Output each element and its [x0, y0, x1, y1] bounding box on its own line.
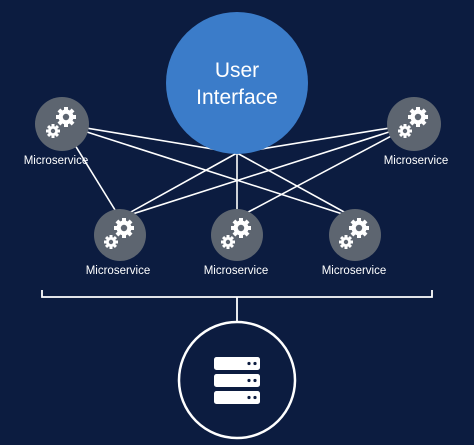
microservice-node-top-right — [387, 97, 441, 151]
user-interface-label-line2: Interface — [196, 86, 278, 109]
microservice-label-bottom-center: Microservice — [203, 265, 269, 277]
user-interface-label-line1: User — [214, 59, 260, 82]
connector-ui-to-top-right — [236, 123, 415, 154]
microservice-node-bottom-left — [94, 209, 146, 261]
connector-top-right-to-bottom-center — [236, 123, 415, 219]
microservice-label-top-left: Microservice — [23, 155, 89, 167]
microservice-label-bottom-right: Microservice — [321, 265, 387, 277]
microservice-node-bottom-center — [211, 209, 263, 261]
database-node — [177, 320, 297, 440]
connector-ui-to-bottom-right — [236, 152, 356, 219]
services-bracket — [41, 290, 433, 322]
database-circle — [177, 320, 297, 440]
connector-ui-to-bottom-left — [119, 152, 238, 219]
microservice-node-top-left — [35, 97, 89, 151]
server-stack-icon — [214, 357, 260, 404]
connector-top-right-to-bottom-left — [119, 123, 415, 219]
user-interface-circle — [166, 12, 308, 154]
microservice-label-top-right: Microservice — [383, 155, 449, 167]
connector-ui-to-top-left — [61, 123, 238, 154]
microservice-label-bottom-left: Microservice — [85, 265, 151, 277]
user-interface-label: User Interface — [177, 57, 297, 111]
connector-top-left-to-bottom-right — [61, 123, 356, 219]
microservice-node-bottom-right — [329, 209, 381, 261]
